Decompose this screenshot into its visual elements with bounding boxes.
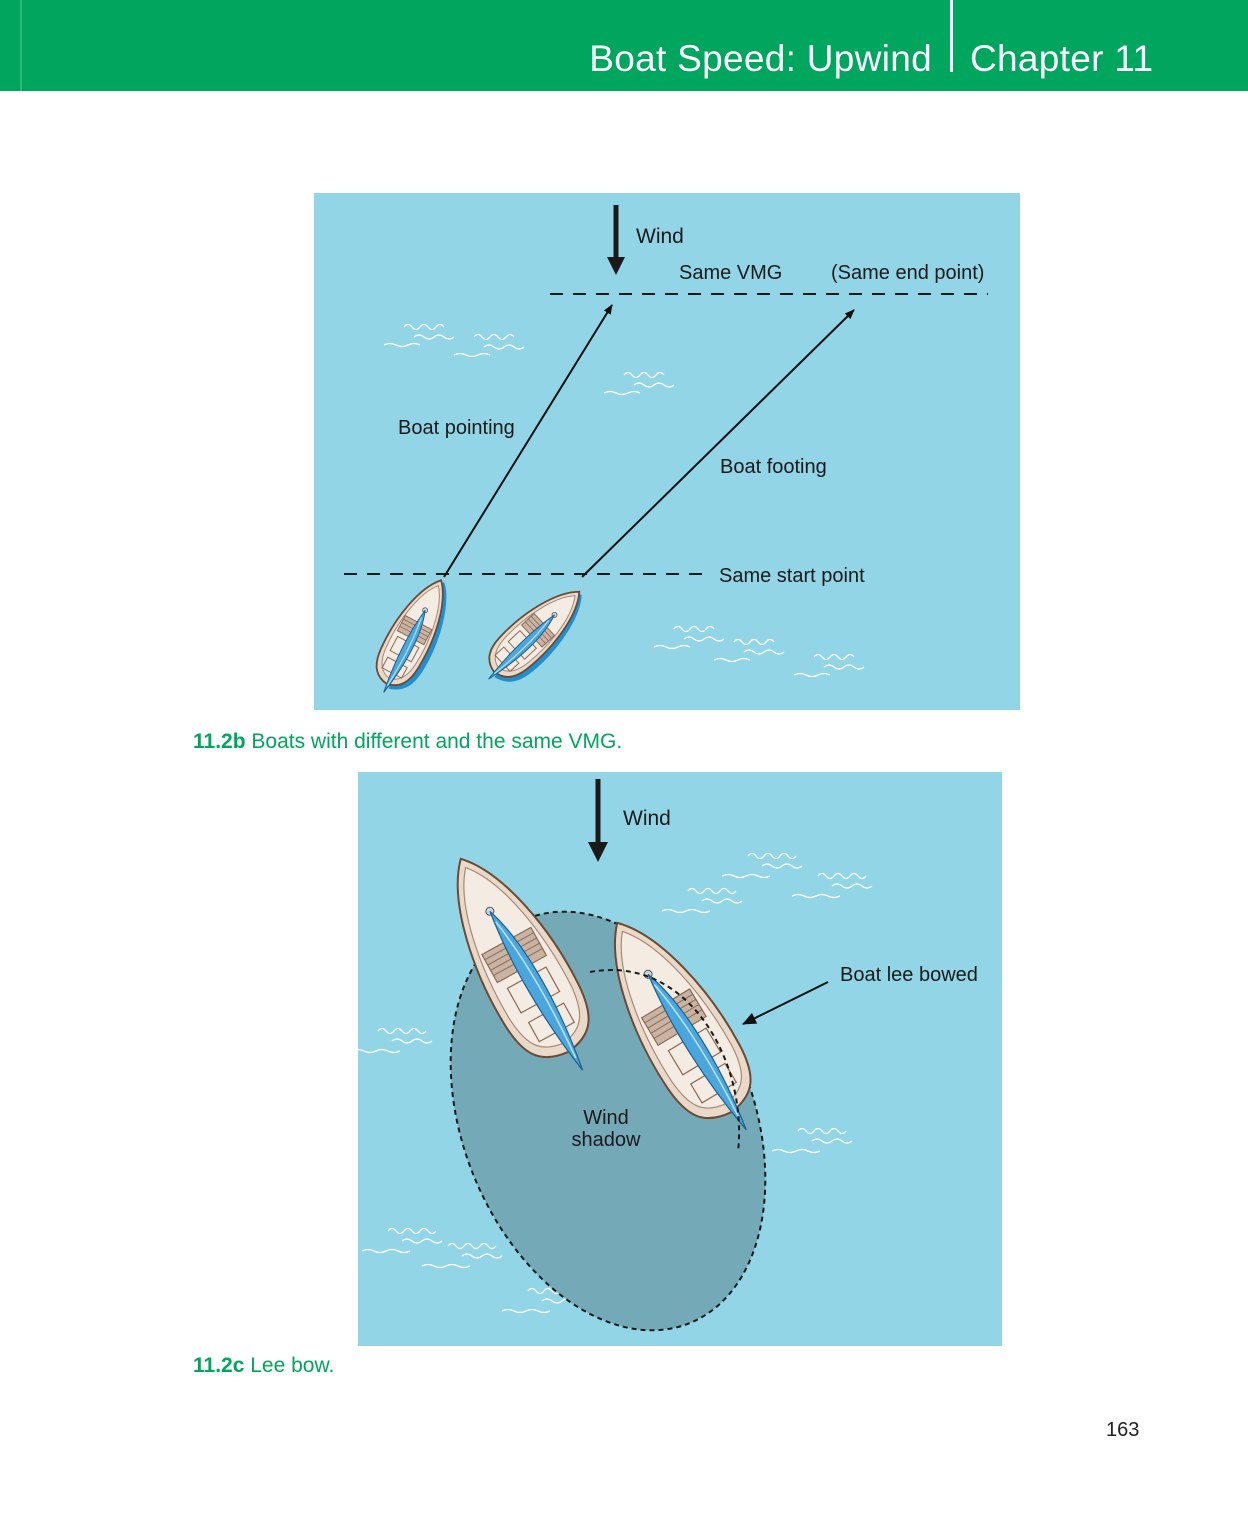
figure-vmg-diagram: Wind Same VMG (Same end point) Same star… — [314, 193, 1020, 710]
same-end-point-label: (Same end point) — [831, 262, 984, 284]
figure-caption-11-2c: 11.2c Lee bow. — [193, 1354, 334, 1378]
wind-label: Wind — [636, 225, 684, 248]
wind-shadow-edge — [589, 969, 741, 1153]
wind-shadow-label: shadow — [572, 1129, 641, 1151]
running-head-title: Boat Speed: Upwind — [589, 38, 932, 79]
page-number: 163 — [1106, 1419, 1140, 1441]
lee-bowed-pointer — [742, 981, 829, 1025]
figure-lee-bow-diagram: Wind Boat lee bowed Wind shadow — [358, 772, 1002, 1346]
header-divider — [950, 0, 953, 72]
pointing-boat — [362, 569, 461, 703]
same-vmg-label: Same VMG — [679, 262, 782, 284]
wind-arrow — [588, 779, 608, 862]
wind-label: Wind — [623, 807, 671, 830]
footing-boat — [471, 575, 595, 695]
caption-text: Lee bow. — [250, 1354, 335, 1377]
running-head-chapter: Chapter 11 — [970, 38, 1154, 79]
header-edge-line — [20, 0, 22, 91]
wind-arrow — [607, 205, 625, 275]
caption-number: 11.2b — [193, 730, 246, 753]
caption-number: 11.2c — [193, 1354, 245, 1377]
boat-pointing-label: Boat pointing — [398, 417, 515, 439]
boat-lee-bowed-label: Boat lee bowed — [840, 964, 978, 986]
chapter-header-bar: Boat Speed: Upwind Chapter 11 — [0, 0, 1248, 91]
boat-footing-label: Boat footing — [720, 456, 827, 478]
footing-course-arrow — [581, 309, 855, 578]
wind-shadow-label: Wind — [583, 1107, 629, 1129]
figure-caption-11-2b: 11.2b Boats with different and the same … — [193, 730, 622, 754]
pointing-course-arrow — [443, 304, 613, 578]
same-start-point-label: Same start point — [719, 565, 865, 587]
caption-text: Boats with different and the same VMG. — [251, 730, 623, 753]
